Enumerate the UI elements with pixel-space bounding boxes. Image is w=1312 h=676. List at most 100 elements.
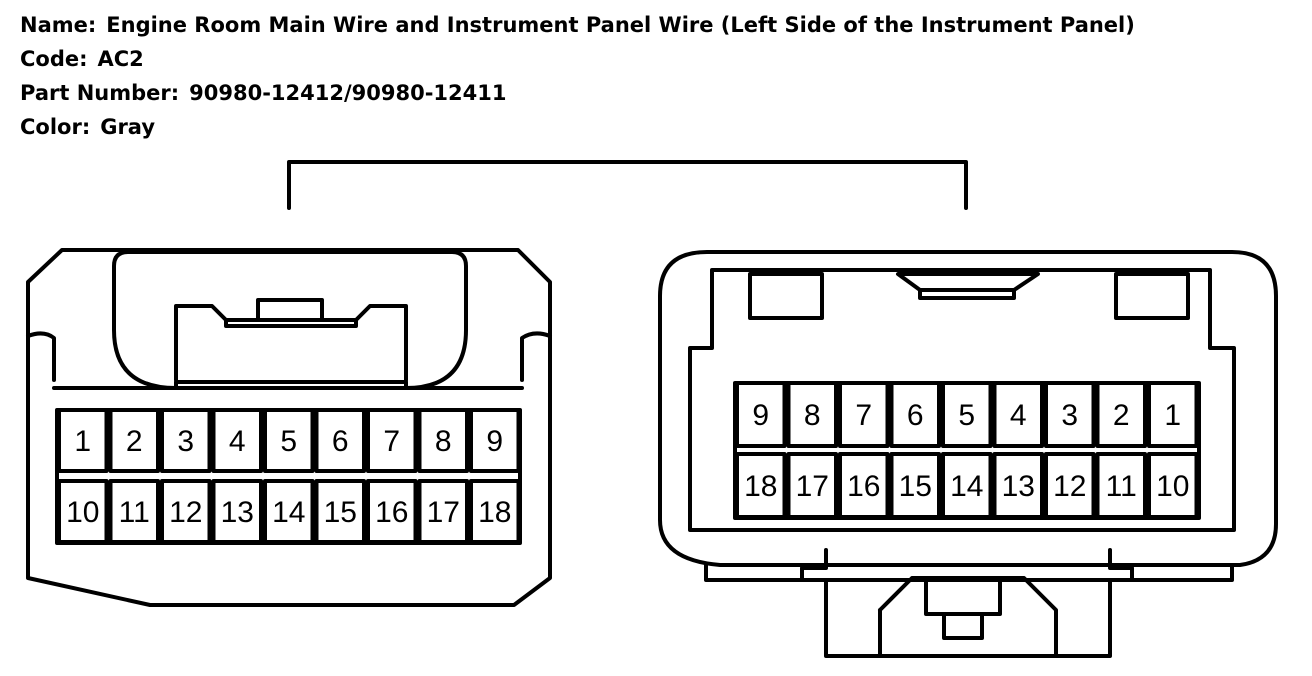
right-pin-label-11: 11 (1106, 470, 1137, 503)
right-pin-cell-14 (941, 452, 993, 519)
code-label: Code: (20, 47, 88, 71)
right-pin-cell-8 (786, 381, 838, 448)
code-value: AC2 (97, 47, 144, 71)
right-pin-label-8: 8 (804, 399, 821, 432)
right-connector-lock-tab (924, 576, 1002, 616)
name-row: Name: Engine Room Main Wire and Instrumen… (20, 8, 1135, 42)
right-pin-label-15: 15 (899, 470, 932, 503)
left-pin-label-7: 7 (383, 425, 400, 458)
right-connector-housing (658, 250, 1278, 567)
right-pin-label-17: 17 (796, 470, 829, 503)
left-pin-label-10: 10 (66, 496, 99, 529)
left-pin-cell-13 (211, 479, 263, 544)
right-pin-cell-5 (941, 381, 993, 448)
name-value: Engine Room Main Wire and Instrument Pan… (106, 13, 1135, 37)
right-connector-slot-left (748, 272, 824, 320)
right-pin-label-10: 10 (1156, 470, 1189, 503)
right-pin-cell-12 (1044, 452, 1096, 519)
left-pin-cell-9 (469, 408, 521, 473)
right-connector-lock-button (942, 612, 984, 640)
part-number-label: Part Number: (20, 81, 180, 105)
left-pin-cell-11 (108, 479, 160, 544)
code-row: Code: AC2 (20, 42, 1135, 76)
left-pin-cell-7 (366, 408, 418, 473)
right-pin-cell-11 (1095, 452, 1147, 519)
left-pin-label-18: 18 (478, 496, 511, 529)
right-pin-cell-15 (889, 452, 941, 519)
left-pin-label-2: 2 (126, 425, 143, 458)
right-pin-cell-7 (838, 381, 890, 448)
right-pin-cell-6 (889, 381, 941, 448)
right-pin-label-3: 3 (1061, 399, 1078, 432)
left-connector-latch-tab (224, 298, 358, 328)
left-pin-cell-2 (108, 408, 160, 473)
right-pin-cell-18 (735, 452, 787, 519)
left-pin-cell-12 (160, 479, 212, 544)
color-value: Gray (100, 115, 156, 139)
left-pin-label-3: 3 (177, 425, 194, 458)
left-pin-label-6: 6 (332, 425, 349, 458)
left-pin-label-14: 14 (272, 496, 305, 529)
right-pin-label-18: 18 (744, 470, 777, 503)
left-pin-label-8: 8 (435, 425, 452, 458)
right-connector-inner-frame (688, 268, 1236, 532)
right-pin-cell-17 (786, 452, 838, 519)
left-pin-label-17: 17 (427, 496, 460, 529)
right-pin-label-16: 16 (847, 470, 880, 503)
left-pin-label-1: 1 (74, 425, 91, 458)
connector-info: Name: Engine Room Main Wire and Instrumen… (20, 8, 1135, 144)
right-pin-cell-16 (838, 452, 890, 519)
name-label: Name: (20, 13, 97, 37)
left-pin-cell-4 (211, 408, 263, 473)
pairing-bracket (287, 160, 968, 210)
left-pin-label-11: 11 (119, 496, 150, 529)
color-label: Color: (20, 115, 91, 139)
left-pin-cell-16 (366, 479, 418, 544)
left-pin-label-5: 5 (280, 425, 297, 458)
right-pin-cell-13 (992, 452, 1044, 519)
left-pin-label-4: 4 (229, 425, 246, 458)
right-pin-label-9: 9 (752, 399, 769, 432)
right-pin-label-5: 5 (958, 399, 975, 432)
left-pin-cell-14 (263, 479, 315, 544)
left-pin-cell-18 (469, 479, 521, 544)
left-connector-latch-window (174, 304, 408, 382)
right-pin-label-12: 12 (1053, 470, 1086, 503)
left-connector-side-clip-left (26, 331, 56, 382)
left-connector-latch (112, 250, 468, 390)
right-pin-cell-9 (735, 381, 787, 448)
part-number-row: Part Number: 90980-12412/90980-12411 (20, 76, 1135, 110)
color-row: Color: Gray (20, 110, 1135, 144)
right-pin-label-7: 7 (855, 399, 872, 432)
left-pin-cell-3 (160, 408, 212, 473)
left-pin-cell-17 (417, 479, 469, 544)
left-pin-label-16: 16 (375, 496, 408, 529)
right-pin-label-4: 4 (1010, 399, 1027, 432)
left-pin-label-9: 9 (486, 425, 503, 458)
right-connector-slot-right (1114, 272, 1190, 320)
right-connector-key (896, 272, 1040, 300)
left-pin-cell-1 (57, 408, 109, 473)
left-connector-side-clip-right (520, 331, 552, 382)
right-pin-cell-10 (1147, 452, 1199, 519)
right-pin-cell-4 (992, 381, 1044, 448)
left-pin-cell-10 (57, 479, 109, 544)
right-pin-label-2: 2 (1113, 399, 1130, 432)
left-pin-label-13: 13 (221, 496, 254, 529)
left-pin-cell-15 (314, 479, 366, 544)
right-connector-lock (800, 548, 1134, 658)
left-pin-label-12: 12 (169, 496, 202, 529)
left-connector-housing (26, 248, 552, 607)
part-number-value: 90980-12412/90980-12411 (189, 81, 507, 105)
left-pin-label-15: 15 (324, 496, 357, 529)
right-pin-label-14: 14 (950, 470, 983, 503)
right-connector-lock-inner (878, 576, 1058, 658)
left-pin-cell-6 (314, 408, 366, 473)
right-pin-cell-2 (1095, 381, 1147, 448)
right-pin-label-6: 6 (907, 399, 924, 432)
left-pin-cell-8 (417, 408, 469, 473)
